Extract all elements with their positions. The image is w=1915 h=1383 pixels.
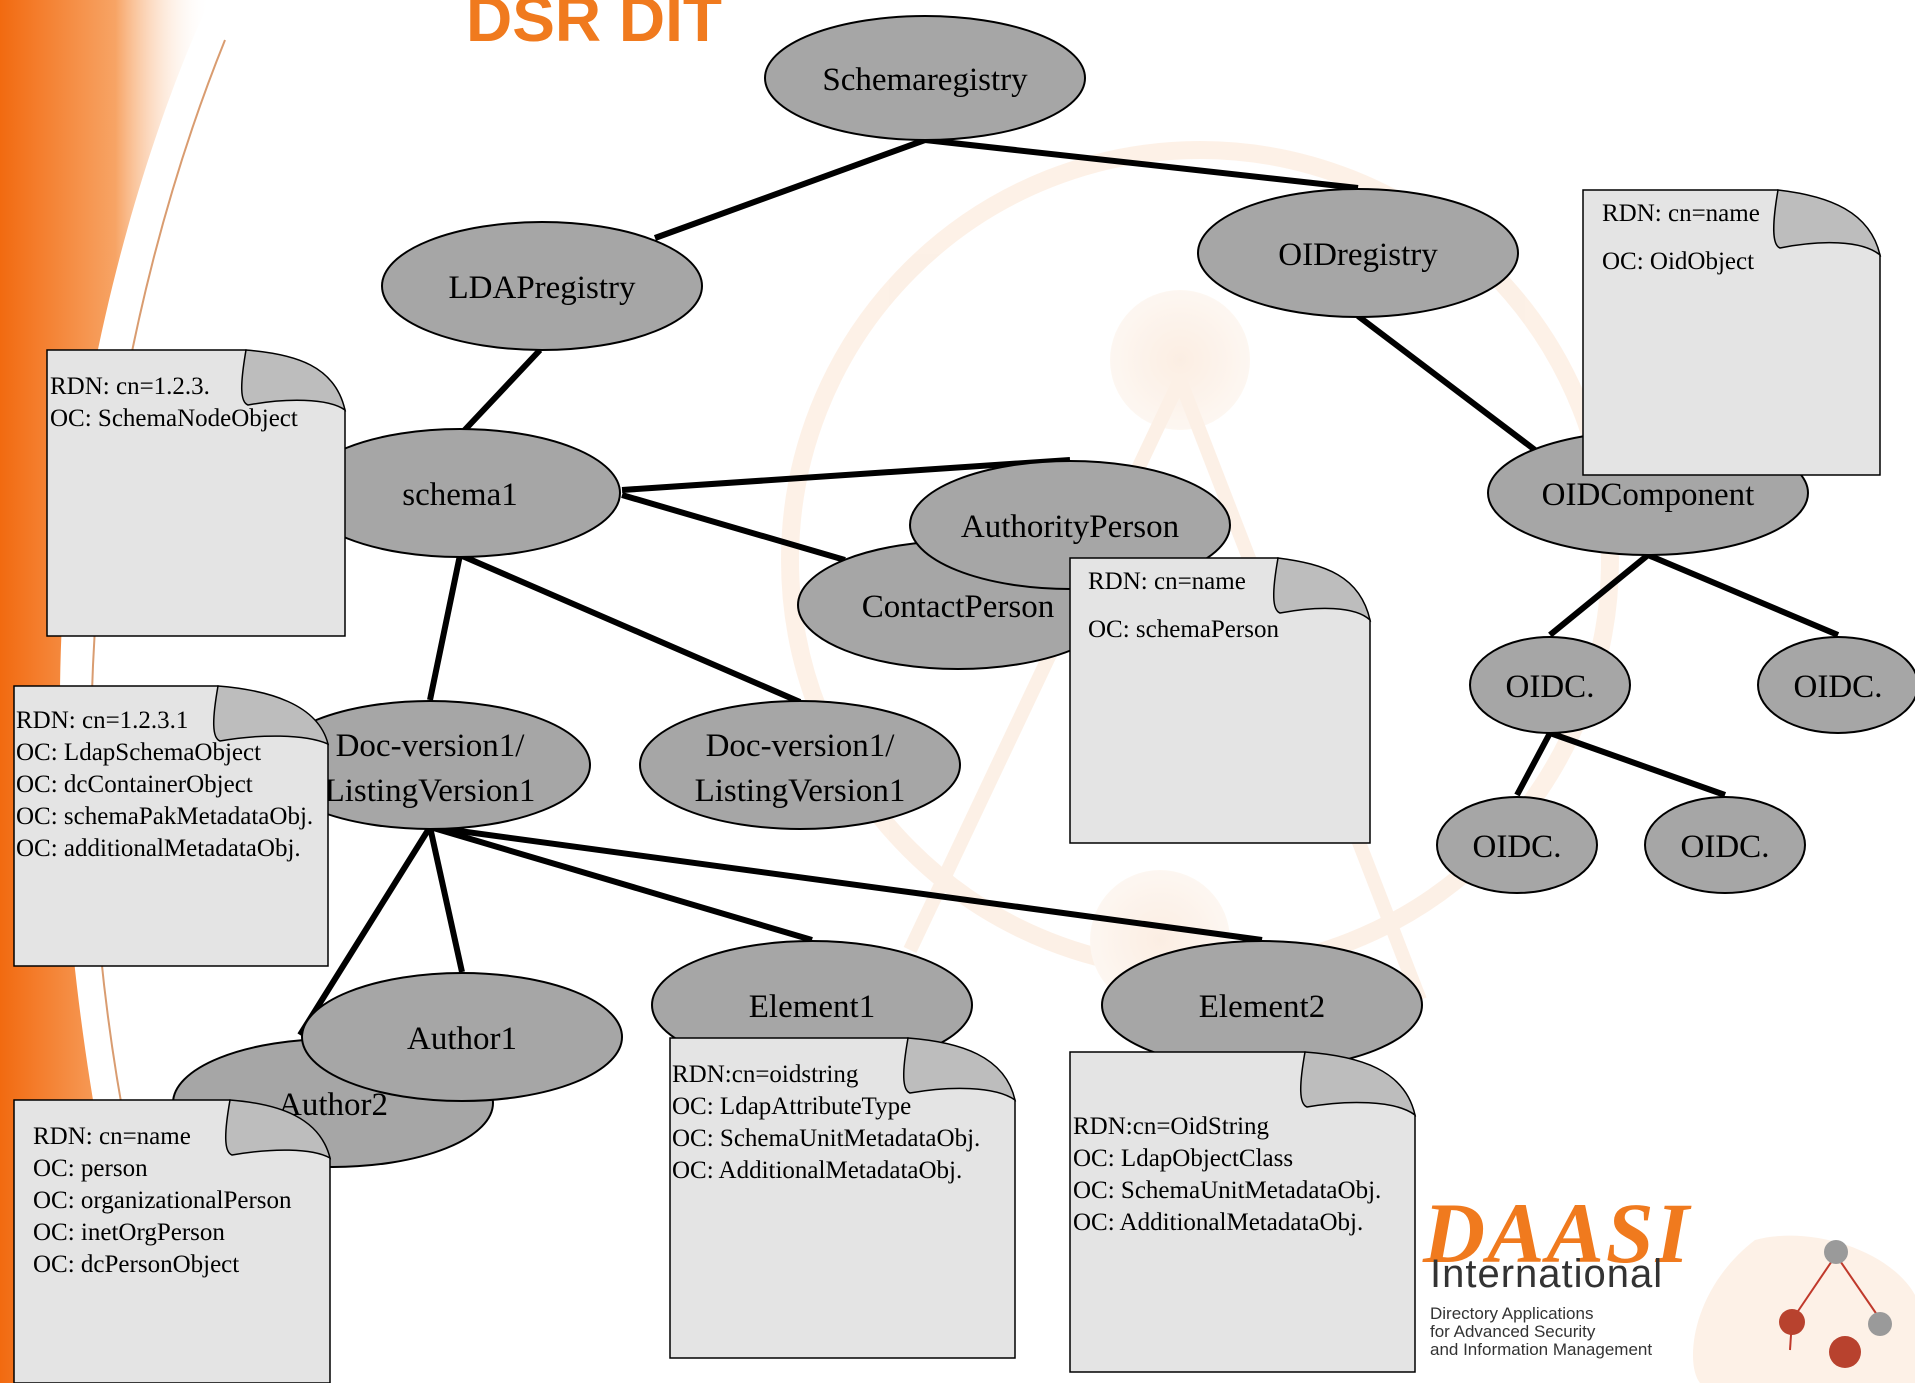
author1-node	[301, 972, 623, 1102]
docversion-b-label-line1: Doc-version1/	[706, 728, 896, 764]
oidregistry-note-shape	[1582, 189, 1882, 476]
schema1-note: RDN: cn=1.2.3. OC: SchemaNodeObject	[50, 371, 298, 435]
daasi-logo-tagline: Directory Applications for Advanced Secu…	[1430, 1305, 1652, 1359]
note-line: OC: SchemaUnitMetadataObj.	[672, 1125, 981, 1152]
note-line: OC: LdapAttributeType	[672, 1093, 912, 1120]
edge-oidc1-oidc4	[1548, 730, 1727, 798]
note-line: OC: LdapSchemaObject	[16, 739, 262, 766]
docversion-a-label-line1: Doc-version1/	[336, 728, 526, 764]
oidc-node-2	[1757, 636, 1915, 734]
note-line: RDN: cn=name	[1088, 568, 1246, 595]
schemaregistry-node	[764, 15, 1086, 141]
authorityperson-label: AuthorityPerson	[961, 509, 1179, 545]
edge-schema1-contactperson	[621, 492, 846, 563]
oidc-node-1	[1469, 636, 1631, 734]
edge-ldapregistry-schema1	[457, 347, 543, 438]
oidc-node-3	[1436, 796, 1598, 894]
note-line: OC: AdditionalMetadataObj.	[672, 1157, 963, 1184]
tagline-line: Directory Applications	[1430, 1304, 1594, 1323]
schema1-label: schema1	[402, 477, 517, 513]
note-line: OC: additionalMetadataObj.	[16, 835, 301, 862]
note-line: OC: person	[33, 1155, 148, 1182]
docversion-b-label-line2: ListingVersion1	[695, 773, 906, 809]
daasi-logo-name: DAASI	[1423, 1185, 1692, 1281]
note-line: OC: organizationalPerson	[33, 1187, 292, 1214]
oidc-label-1: OIDC.	[1506, 669, 1595, 705]
oidc-label-2: OIDC.	[1794, 669, 1883, 705]
oidregistry-label: OIDregistry	[1278, 237, 1438, 273]
note-line: OC: schemaPerson	[1088, 616, 1279, 643]
edge-schemaregistry-ldapregistry	[653, 137, 927, 241]
docversion-b-node	[639, 700, 961, 830]
note-line: RDN:cn=oidstring	[672, 1061, 859, 1088]
docversion-note: RDN: cn=1.2.3.1 OC: LdapSchemaObject OC:…	[16, 705, 313, 865]
daasi-logo-emblem	[1692, 1235, 1915, 1383]
edge-oidregistry-oidcomponent	[1356, 313, 1537, 453]
edge-docversion-element1	[429, 824, 813, 943]
author1-label: Author1	[407, 1021, 517, 1057]
ldapregistry-node	[381, 221, 703, 351]
note-line: OC: AdditionalMetadataObj.	[1073, 1209, 1364, 1236]
author-note-shape	[13, 1099, 332, 1383]
element2-label: Element2	[1199, 989, 1325, 1025]
oidregistry-note: RDN: cn=name OC: OidObject	[1602, 198, 1760, 278]
note-line: OC: SchemaNodeObject	[50, 405, 298, 432]
edge-schema1-authorityperson	[621, 457, 1071, 493]
element1-note-shape	[669, 1037, 1017, 1359]
note-line: OC: dcPersonObject	[33, 1251, 240, 1278]
oidc-label-4: OIDC.	[1681, 829, 1770, 865]
element1-note: RDN:cn=oidstring OC: LdapAttributeType O…	[672, 1059, 980, 1187]
orange-swoosh	[0, 0, 210, 1383]
schemaregistry-label: Schemaregistry	[822, 62, 1028, 98]
note-line: OC: inetOrgPerson	[33, 1219, 225, 1246]
schema1-note-shape	[46, 349, 347, 637]
edge-oidcomponent-oidc1	[1548, 552, 1650, 638]
edge-schemaregistry-oidregistry	[924, 137, 1359, 191]
note-line: RDN:cn=OidString	[1073, 1113, 1270, 1140]
edge-schema1-docversion-a	[427, 554, 463, 701]
person-note: RDN: cn=name OC: schemaPerson	[1088, 566, 1279, 646]
note-line: OC: OidObject	[1602, 248, 1755, 275]
slide-title: DSR DIT	[466, 0, 722, 55]
docversion-a-label-line2: ListingVersion1	[325, 773, 536, 809]
edge-oidc1-oidc3	[1514, 731, 1553, 797]
edge-schema1-docversion-b	[458, 552, 802, 705]
edge-oidcomponent-oidc2	[1646, 552, 1840, 638]
edge-docversion-element2	[429, 824, 1263, 943]
element2-note: RDN:cn=OidString OC: LdapObjectClass OC:…	[1073, 1111, 1381, 1239]
note-line: OC: dcContainerObject	[16, 771, 253, 798]
oidregistry-node	[1197, 188, 1519, 318]
oidc-node-4	[1644, 796, 1806, 894]
docversion-note-shape	[13, 685, 330, 967]
note-line: RDN: cn=name	[1602, 200, 1760, 227]
author-note: RDN: cn=name OC: person OC: organization…	[33, 1121, 292, 1281]
note-line: RDN: cn=1.2.3.	[50, 373, 210, 400]
ldapregistry-label: LDAPregistry	[449, 270, 636, 306]
edge-docversion-author1	[427, 826, 465, 973]
element1-label: Element1	[749, 989, 875, 1025]
note-line: RDN: cn=name	[33, 1123, 191, 1150]
tagline-line: and Information Management	[1430, 1340, 1653, 1359]
contactperson-label: ContactPerson	[862, 589, 1054, 625]
person-note-shape	[1069, 557, 1372, 844]
tagline-line: for Advanced Security	[1430, 1322, 1596, 1341]
note-line: OC: LdapObjectClass	[1073, 1145, 1294, 1172]
note-line: RDN: cn=1.2.3.1	[16, 707, 189, 734]
oidcomponent-label: OIDComponent	[1542, 477, 1755, 513]
oidc-label-3: OIDC.	[1473, 829, 1562, 865]
element2-note-shape	[1069, 1051, 1417, 1373]
note-line: OC: SchemaUnitMetadataObj.	[1073, 1177, 1382, 1204]
daasi-logo-subtitle: International	[1430, 1252, 1664, 1296]
edge-docversion-author2	[297, 825, 433, 1037]
note-line: OC: schemaPakMetadataObj.	[16, 803, 314, 830]
